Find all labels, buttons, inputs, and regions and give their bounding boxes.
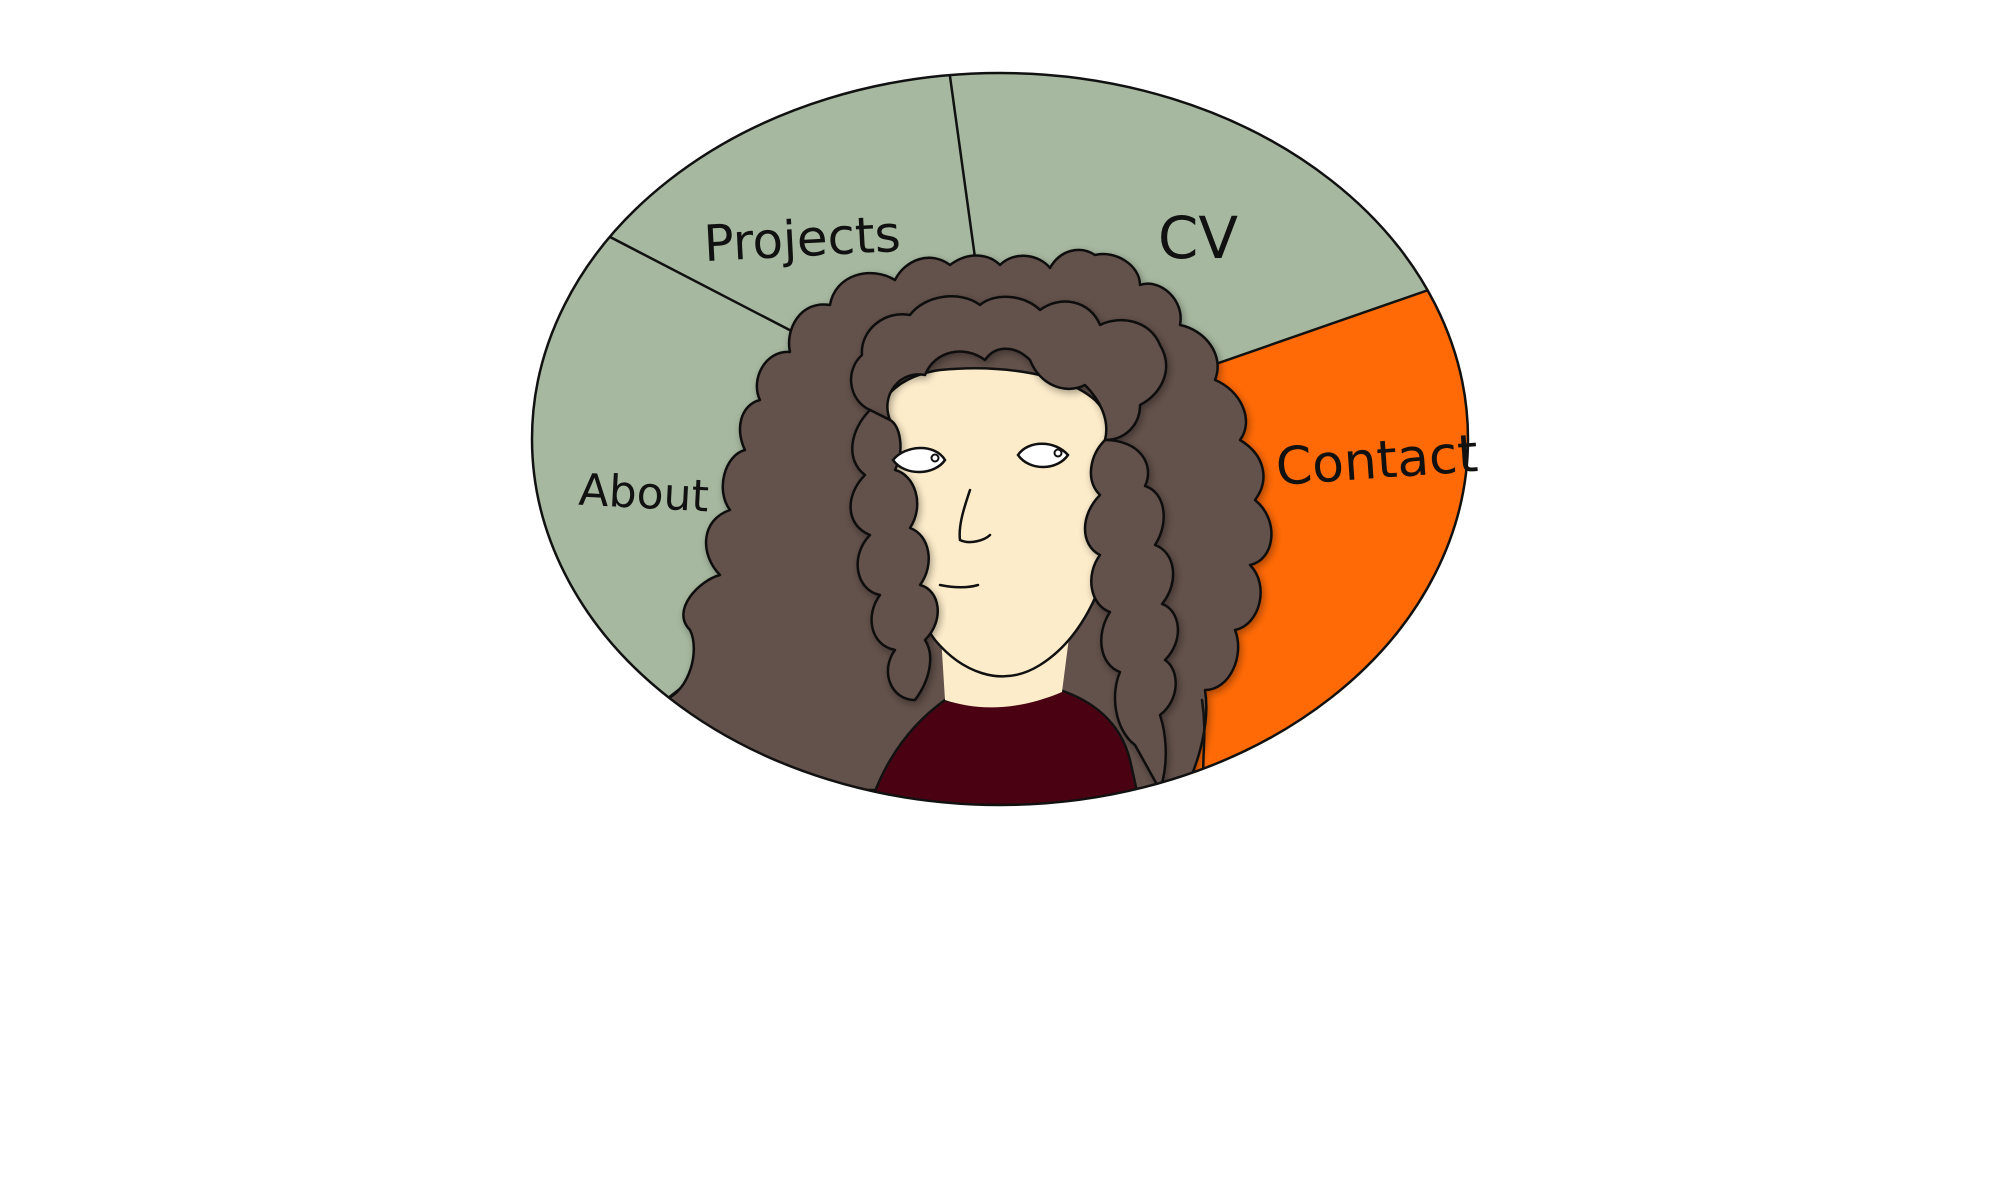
- nav-ellipse-outline: [530, 71, 1470, 807]
- nav-label-projects[interactable]: Projects: [702, 205, 902, 273]
- nav-label-cv[interactable]: CV: [1158, 204, 1238, 272]
- left-eye: [891, 446, 947, 474]
- portrait-illustration-icon: [663, 248, 1273, 805]
- nav-label-about[interactable]: About: [577, 465, 710, 523]
- nav-label-contact[interactable]: Contact: [1274, 424, 1480, 498]
